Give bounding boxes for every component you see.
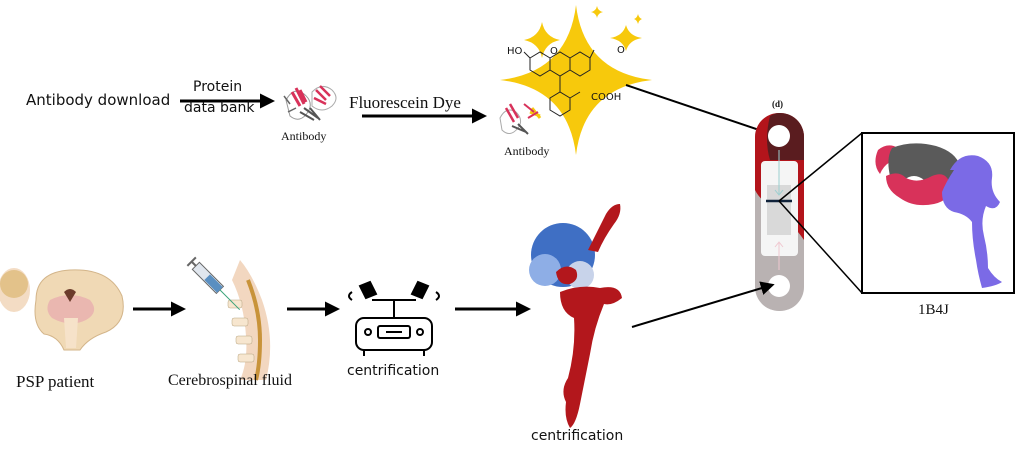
sparkle-right-icon: [610, 25, 642, 51]
dye-group-ring-o: O: [550, 46, 558, 57]
centrifuge-icon: [348, 280, 440, 356]
sparkle-left-icon: [524, 22, 560, 58]
arrow-protein-to-strip: [631, 281, 775, 328]
panel-label-d: (d): [772, 99, 783, 109]
label-protein: Protein: [193, 79, 243, 95]
sample-pad: [768, 125, 790, 147]
syringe-spine-illustration: [186, 256, 271, 381]
labeled-antibody-structure-icon: [499, 103, 542, 135]
fluorescein-dye-structure: [500, 5, 652, 155]
lateral-flow-test-strip: [755, 112, 804, 311]
label-data-bank: data bank: [184, 100, 255, 116]
sparkle-tiny-icon: [634, 14, 642, 24]
structure-1b4j: [875, 143, 1002, 288]
protein-structure: [529, 204, 622, 428]
label-psp-patient: PSP patient: [16, 372, 95, 391]
inset-connector-bottom: [778, 200, 863, 294]
label-antibody: Antibody: [281, 129, 327, 143]
antibody-structure-icon: [283, 85, 337, 121]
dye-group-ketone: O: [617, 45, 625, 56]
label-centrifuge: centrification: [347, 363, 440, 379]
label-1b4j: 1B4J: [918, 302, 949, 318]
sparkle-small-icon: [591, 6, 603, 18]
label-fluorescein-dye: Fluorescein Dye: [349, 93, 461, 112]
label-cerebrospinal-fluid: Cerebrospinal fluid: [168, 372, 292, 389]
brain-illustration: [0, 268, 124, 351]
arrow-antibody-to-strip: [625, 84, 777, 139]
label-antibody-download: Antibody download: [26, 91, 171, 109]
inset-connector-top: [778, 132, 863, 202]
label-labeled-antibody: Antibody: [504, 144, 550, 158]
sparkle-large-icon: [500, 5, 652, 155]
dye-group-ho: HO: [507, 46, 523, 57]
label-protein-centrification: centrification: [531, 428, 624, 444]
dye-group-cooh: COOH: [591, 92, 622, 103]
